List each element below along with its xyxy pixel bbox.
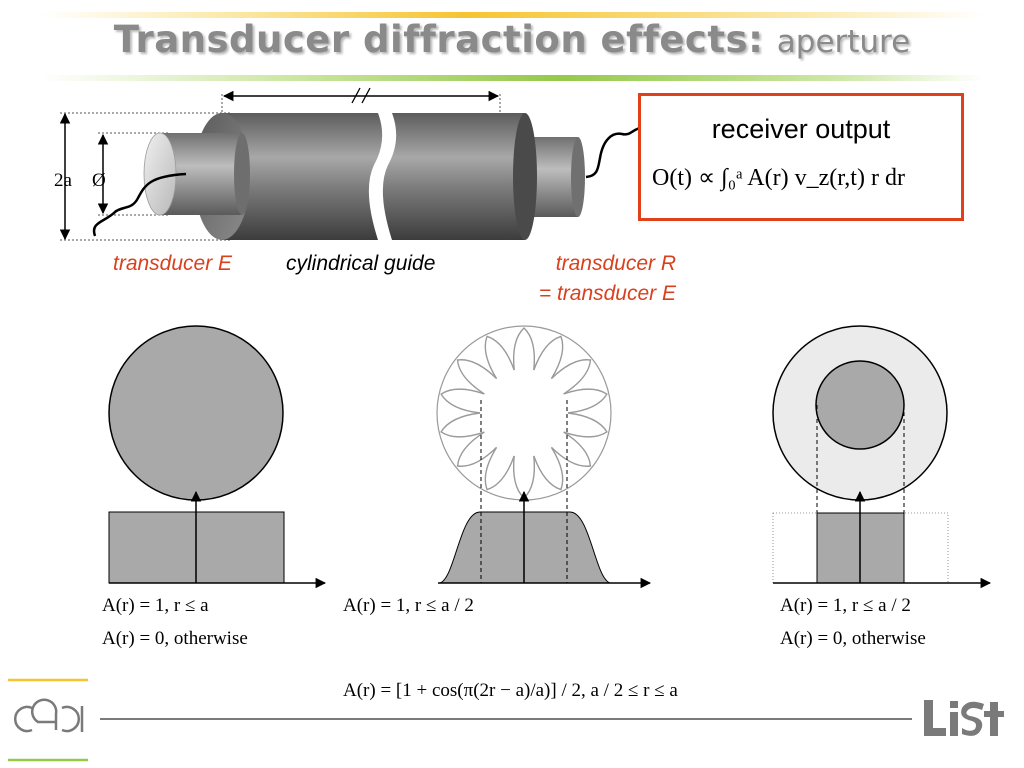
apodization-petal (440, 388, 485, 414)
aperture-reduced (772, 325, 992, 589)
label-2a: 2a (54, 170, 72, 191)
apodized-profile (439, 511, 611, 584)
label-diameter: Ø (92, 170, 106, 191)
receiver-output-title: receiver output (711, 114, 891, 144)
footer (8, 678, 1004, 762)
receiver-output-equation: O(t) ∝ ∫₀ᵃ A(r) v_z(r,t) r dr (652, 165, 905, 191)
uniform-eq2: A(r) = 0, otherwise (102, 628, 248, 649)
label-transducer-r-equal: = transducer E (538, 282, 676, 305)
uniform-eq1: A(r) = 1, r ≤ a (102, 595, 209, 616)
reduced-eq2: A(r) = 0, otherwise (780, 628, 926, 649)
apodization-petal (563, 388, 608, 414)
uniform-disk (108, 325, 284, 501)
label-transducer-e: transducer E (113, 252, 233, 275)
apodization-petal (533, 447, 564, 491)
apodization-petal (440, 412, 485, 438)
page-title: Transducer diffraction effects: aperture (0, 18, 1024, 61)
aperture-apodized (436, 325, 652, 589)
cea-logo (14, 698, 84, 733)
receiver-output-box (638, 93, 964, 221)
title-main: Transducer diffraction effects: (113, 18, 777, 61)
apodization-petal (484, 447, 515, 491)
setup-diagram (59, 87, 640, 241)
cable-r (585, 126, 640, 179)
title-top-bar (40, 12, 984, 18)
apodization-petal (550, 431, 592, 467)
cable-e (92, 172, 187, 237)
list-logo (924, 700, 1004, 736)
aperture-uniform (108, 325, 327, 589)
apodization-petal (484, 335, 515, 379)
reduced-eq1: A(r) = 1, r ≤ a / 2 (780, 595, 911, 616)
apodization-petal (563, 412, 608, 438)
apodization-petal (456, 359, 498, 395)
reduced-inner-disk (815, 360, 905, 450)
apodized-disk (436, 325, 612, 501)
apodization-petal (456, 431, 498, 467)
aperture-diagrams (108, 325, 992, 589)
apodization-petal (533, 335, 564, 379)
title-sub: aperture (776, 24, 911, 60)
title-bottom-bar (40, 75, 984, 81)
apodized-eq2: A(r) = [1 + cos(π(2r − a)/a)] / 2, a / 2… (343, 680, 678, 701)
label-cylindrical-guide: cylindrical guide (286, 252, 436, 275)
apodized-eq1: A(r) = 1, r ≤ a / 2 (343, 595, 474, 616)
apodization-petal (512, 327, 536, 371)
transducer-e-body (143, 132, 250, 216)
setup-guides (60, 94, 501, 241)
label-transducer-r: transducer R (555, 252, 676, 275)
apodization-petal (550, 359, 592, 395)
guide-length-arrow (222, 87, 500, 104)
